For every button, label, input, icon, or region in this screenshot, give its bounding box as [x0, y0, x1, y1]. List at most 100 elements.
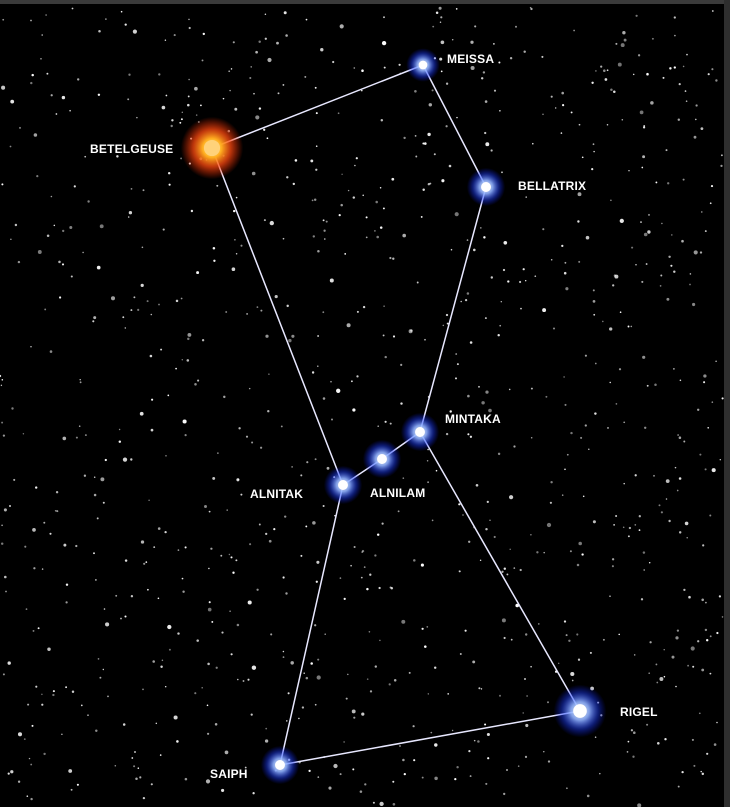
- background-star: [40, 58, 42, 60]
- background-star: [229, 90, 230, 91]
- background-star: [87, 200, 89, 202]
- background-star: [677, 629, 679, 631]
- background-star: [352, 408, 355, 411]
- background-star: [361, 713, 364, 716]
- background-star: [151, 429, 154, 432]
- background-star: [564, 469, 566, 471]
- background-star: [656, 682, 658, 684]
- background-star: [707, 427, 709, 429]
- background-star: [0, 375, 1, 377]
- background-star: [233, 210, 235, 212]
- background-star: [147, 589, 149, 591]
- background-star: [542, 308, 546, 312]
- background-star: [250, 66, 251, 67]
- background-star: [9, 505, 11, 507]
- background-star: [313, 235, 315, 237]
- background-star: [504, 568, 506, 570]
- background-star: [247, 679, 249, 681]
- background-star: [249, 543, 251, 545]
- background-star: [31, 74, 33, 76]
- background-star: [702, 544, 704, 546]
- background-star: [600, 66, 602, 68]
- background-star: [683, 589, 685, 591]
- constellation-line-mintaka-rigel: [420, 432, 580, 711]
- background-star: [413, 559, 416, 562]
- background-star: [27, 795, 29, 797]
- background-star: [340, 773, 342, 775]
- background-star: [268, 373, 270, 375]
- background-star: [568, 640, 570, 642]
- background-star: [162, 106, 166, 110]
- background-star: [555, 107, 556, 108]
- background-star: [449, 165, 452, 168]
- background-star: [105, 459, 107, 461]
- background-star: [265, 14, 267, 16]
- background-star: [635, 474, 637, 476]
- background-star: [310, 662, 313, 665]
- background-star: [1, 422, 3, 424]
- background-star: [547, 523, 551, 527]
- background-star: [220, 555, 222, 557]
- background-star: [497, 334, 499, 336]
- background-star: [47, 647, 50, 650]
- background-star: [494, 536, 496, 538]
- background-star: [221, 632, 223, 634]
- background-star: [400, 402, 402, 404]
- background-star: [165, 39, 166, 40]
- background-star: [661, 223, 662, 224]
- background-star: [530, 534, 532, 536]
- background-star: [465, 630, 467, 632]
- background-star: [248, 600, 252, 604]
- background-star: [38, 250, 42, 254]
- star-label-saiph: SAIPH: [210, 767, 248, 781]
- background-star: [315, 169, 317, 171]
- background-star: [615, 43, 617, 45]
- background-star: [340, 577, 342, 579]
- background-star: [622, 31, 625, 34]
- background-star: [632, 756, 634, 758]
- background-star: [643, 551, 645, 553]
- background-star: [1, 183, 3, 185]
- background-star: [683, 441, 685, 443]
- background-star: [377, 425, 379, 427]
- background-star: [402, 759, 405, 762]
- background-star: [701, 127, 704, 130]
- background-star: [270, 221, 274, 225]
- star-label-alnilam: ALNILAM: [370, 486, 425, 500]
- background-star: [593, 143, 595, 145]
- background-star: [171, 125, 173, 127]
- background-star: [31, 725, 33, 727]
- background-star: [225, 751, 229, 755]
- background-star: [3, 673, 5, 675]
- background-star: [174, 34, 176, 36]
- background-star: [323, 219, 325, 221]
- background-star: [687, 665, 689, 667]
- background-star: [494, 90, 496, 92]
- star-core: [275, 760, 285, 770]
- background-star: [285, 34, 288, 37]
- background-star: [551, 259, 553, 261]
- background-star: [714, 743, 717, 746]
- background-star: [58, 261, 61, 264]
- background-star: [460, 301, 462, 303]
- background-star: [543, 751, 544, 752]
- background-star: [485, 100, 488, 103]
- background-star: [564, 262, 566, 264]
- background-star: [674, 16, 676, 18]
- background-star: [98, 30, 101, 33]
- background-star: [278, 92, 280, 94]
- background-star: [361, 69, 364, 72]
- background-star: [369, 574, 371, 576]
- background-star: [276, 42, 279, 45]
- background-star: [317, 659, 319, 661]
- background-star: [391, 178, 394, 181]
- background-star: [286, 720, 288, 722]
- background-star: [620, 311, 622, 313]
- star-alnilam: [363, 440, 401, 478]
- background-star: [561, 92, 564, 95]
- background-star: [523, 50, 525, 52]
- background-star: [253, 93, 255, 95]
- background-star: [18, 261, 20, 263]
- background-star: [538, 623, 540, 625]
- background-star: [133, 30, 137, 34]
